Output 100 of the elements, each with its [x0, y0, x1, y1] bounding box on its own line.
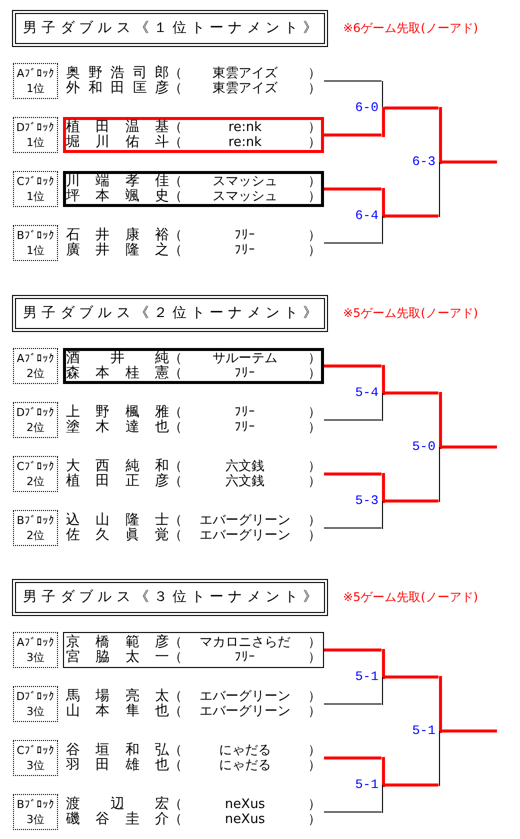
block-tag [13, 510, 58, 546]
block-rank: 1位 [26, 243, 44, 258]
club-name: （ にゃだる ） [169, 743, 321, 758]
player-name: 石井康裕 [66, 228, 169, 243]
bracket-bar [438, 392, 442, 502]
score-label: 6-3 [412, 155, 436, 169]
score-label: 5-4 [355, 386, 378, 400]
entry-frame [63, 632, 324, 668]
bracket-line [324, 648, 382, 652]
club-name: （ 六文銭 ） [169, 459, 321, 474]
club-name: （ ﾌﾘｰ ） [169, 650, 321, 665]
bracket-bar [382, 472, 384, 530]
block-name: Dﾌﾞﾛｯｸ [16, 689, 55, 704]
entry-frame [63, 171, 324, 207]
block-tag [13, 63, 58, 99]
player-name: 奥野浩司郎 [66, 66, 169, 81]
score-label: 6-4 [355, 209, 378, 223]
title-frame [12, 295, 328, 332]
block-name: Dﾌﾞﾛｯｸ [16, 120, 55, 135]
tournament-title: 男子ダブルス《３位トーナメント》 [23, 589, 317, 606]
bracket-line [442, 160, 497, 164]
bracket-line [384, 784, 438, 786]
block-rank: 2位 [26, 366, 44, 381]
player-name: 羽田雄也 [66, 758, 169, 773]
bracket-bar [382, 756, 384, 814]
bracket-line [442, 446, 497, 448]
bracket-bar [382, 188, 384, 244]
player-name: 佐久眞覚 [66, 528, 169, 543]
player-name: 外和田匡彦 [66, 81, 169, 96]
player-name: 植田正彦 [66, 474, 169, 489]
club-name: （ マカロニさらだ ） [169, 635, 321, 650]
block-name: Bﾌﾞﾛｯｸ [16, 228, 54, 243]
title-frame [12, 579, 328, 616]
bracket-line [324, 188, 382, 190]
tournament-title: 男子ダブルス《１位トーナメント》 [23, 20, 317, 37]
entry-frame [63, 117, 324, 153]
block-tag [13, 402, 58, 438]
club-name: （ 東雲アイズ ） [169, 66, 321, 81]
player-name: 渡辺宏 [66, 797, 169, 812]
bracket-line [324, 472, 382, 476]
block-rank: 1位 [26, 189, 44, 204]
bracket-line [324, 134, 382, 136]
block-tag [13, 794, 58, 830]
block-tag [13, 632, 58, 668]
club-name: （ re:nk ） [169, 135, 321, 150]
player-name: 上野楓雅 [66, 405, 169, 420]
bracket-line [442, 730, 497, 732]
player-name: 宮脇太一 [66, 650, 169, 665]
score-label: 5-1 [412, 724, 436, 738]
club-name: （ re:nk ） [169, 120, 321, 135]
block-tag [13, 456, 58, 492]
title-frame [12, 10, 328, 47]
player-name: 京橋範彦 [66, 635, 169, 650]
bracket-bar [382, 364, 384, 422]
player-name: 塗木達也 [66, 420, 169, 435]
rule-note: ※6ゲーム先取(ノーアド) [343, 21, 478, 36]
bracket-line [384, 392, 438, 394]
bracket-line [324, 364, 382, 368]
block-name: Cﾌﾞﾛｯｸ [16, 174, 54, 189]
club-name: （ neXus ） [169, 797, 321, 812]
rule-note: ※5ゲーム先取(ノーアド) [343, 590, 478, 605]
club-name: （ エバーグリーン ） [169, 513, 321, 528]
tournament-title: 男子ダブルス《２位トーナメント》 [23, 305, 317, 322]
bracket-bar [382, 80, 384, 136]
player-name: 込山隆士 [66, 513, 169, 528]
club-name: （ ﾌﾘｰ ） [169, 405, 321, 420]
block-name: Bﾌﾞﾛｯｸ [16, 797, 54, 812]
bracket-line [384, 106, 438, 110]
player-name: 川端孝佳 [66, 174, 169, 189]
player-name: 山本隼也 [66, 704, 169, 719]
score-label: 5-0 [412, 440, 436, 454]
block-tag [13, 686, 58, 722]
block-rank: 3位 [26, 758, 44, 773]
bracket-line [384, 500, 438, 502]
block-name: Aﾌﾞﾛｯｸ [16, 66, 54, 81]
club-name: （ 六文銭 ） [169, 474, 321, 489]
block-rank: 1位 [26, 81, 44, 96]
block-name: Aﾌﾞﾛｯｸ [16, 351, 54, 366]
block-tag [13, 171, 58, 207]
block-name: Cﾌﾞﾛｯｸ [16, 743, 54, 758]
block-tag [13, 117, 58, 153]
score-label: 6-0 [355, 101, 378, 115]
player-name: 大西純和 [66, 459, 169, 474]
score-label: 5-3 [355, 494, 378, 508]
player-name: 磯谷圭介 [66, 812, 169, 827]
club-name: （ スマッシュ ） [169, 174, 321, 189]
block-name: Dﾌﾞﾛｯｸ [16, 405, 55, 420]
block-rank: 2位 [26, 474, 44, 489]
player-name: 植田温基 [66, 120, 169, 135]
entry-frame [63, 348, 324, 384]
player-name: 坪本颯史 [66, 189, 169, 204]
player-name: 森本桂憲 [66, 366, 169, 381]
block-rank: 2位 [26, 528, 44, 543]
player-name: 馬場亮太 [66, 689, 169, 704]
bracket-bar [438, 676, 442, 786]
club-name: （ スマッシュ ） [169, 189, 321, 204]
block-rank: 2位 [26, 420, 44, 435]
club-name: （ エバーグリーン ） [169, 528, 321, 543]
club-name: （ ﾌﾘｰ ） [169, 243, 321, 258]
bracket-line [324, 242, 382, 244]
